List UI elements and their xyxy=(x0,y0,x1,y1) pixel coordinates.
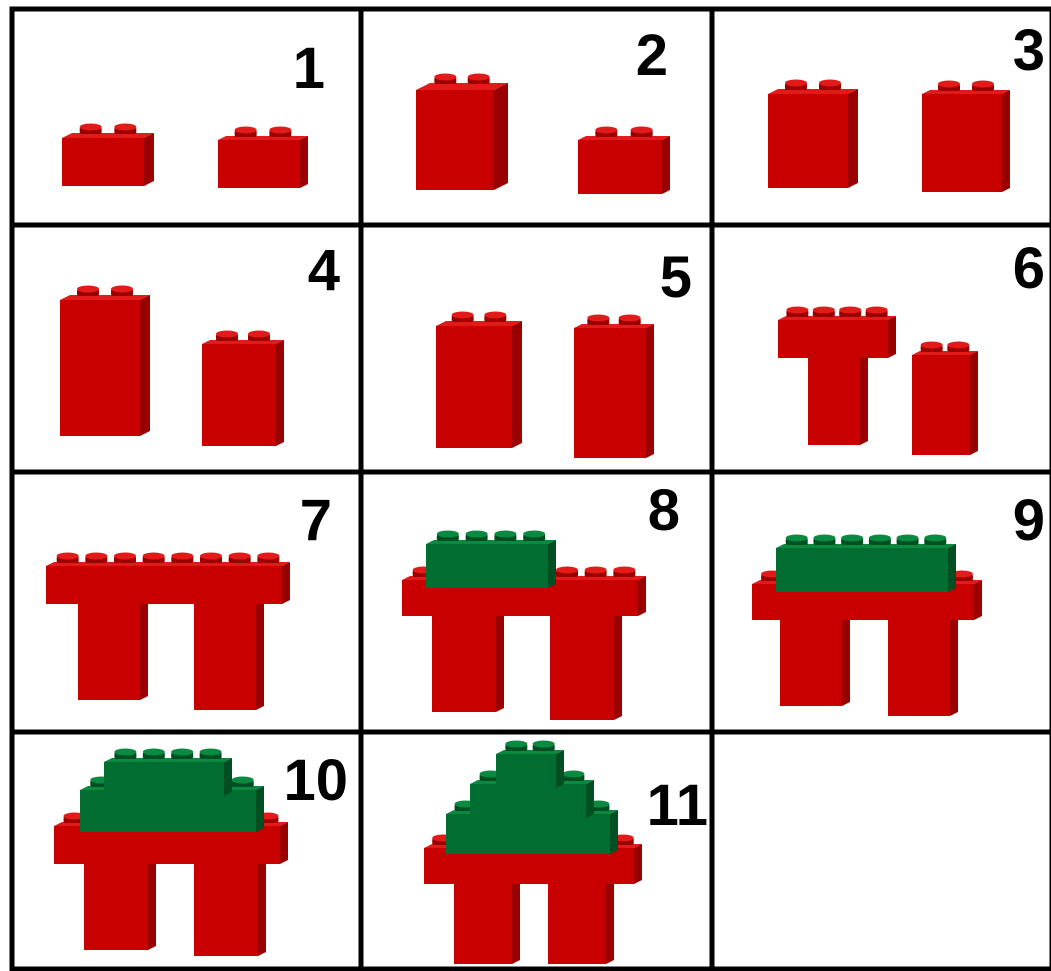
brick-8-leg-left xyxy=(432,608,504,712)
brick-3b xyxy=(922,81,1010,193)
step-label-7: 7 xyxy=(300,488,332,553)
step-label-3: 3 xyxy=(1013,18,1045,83)
brick-9-leg-left xyxy=(780,612,850,706)
brick-8-leg-right xyxy=(550,608,622,720)
step-label-1: 1 xyxy=(293,36,325,101)
brick-4b xyxy=(202,331,284,447)
brick-5a xyxy=(436,312,522,449)
brick-5b xyxy=(574,315,654,459)
brick-7-leg-right xyxy=(194,596,264,710)
brick-7-leg-left xyxy=(78,596,148,700)
step-label-4: 4 xyxy=(308,238,340,303)
brick-10-leg-left xyxy=(84,856,156,950)
step-label-11: 11 xyxy=(647,773,708,838)
step-label-5: 5 xyxy=(660,245,692,310)
step-label-6: 6 xyxy=(1013,236,1045,301)
brick-3a xyxy=(768,80,858,189)
brick-11-leg-right xyxy=(548,876,614,964)
brick-9-leg-right xyxy=(888,612,958,716)
step-label-8: 8 xyxy=(648,478,680,543)
brick-2a xyxy=(416,74,508,191)
brick-6b xyxy=(912,342,978,456)
brick-6-leg xyxy=(808,351,868,445)
brick-4a xyxy=(60,286,150,437)
step-label-9: 9 xyxy=(1013,488,1045,553)
brick-2b xyxy=(578,127,670,195)
brick-10-leg-right xyxy=(194,856,266,956)
step-label-10: 10 xyxy=(283,748,348,813)
step-label-2: 2 xyxy=(636,23,668,88)
brick-11-leg-left xyxy=(454,876,520,964)
